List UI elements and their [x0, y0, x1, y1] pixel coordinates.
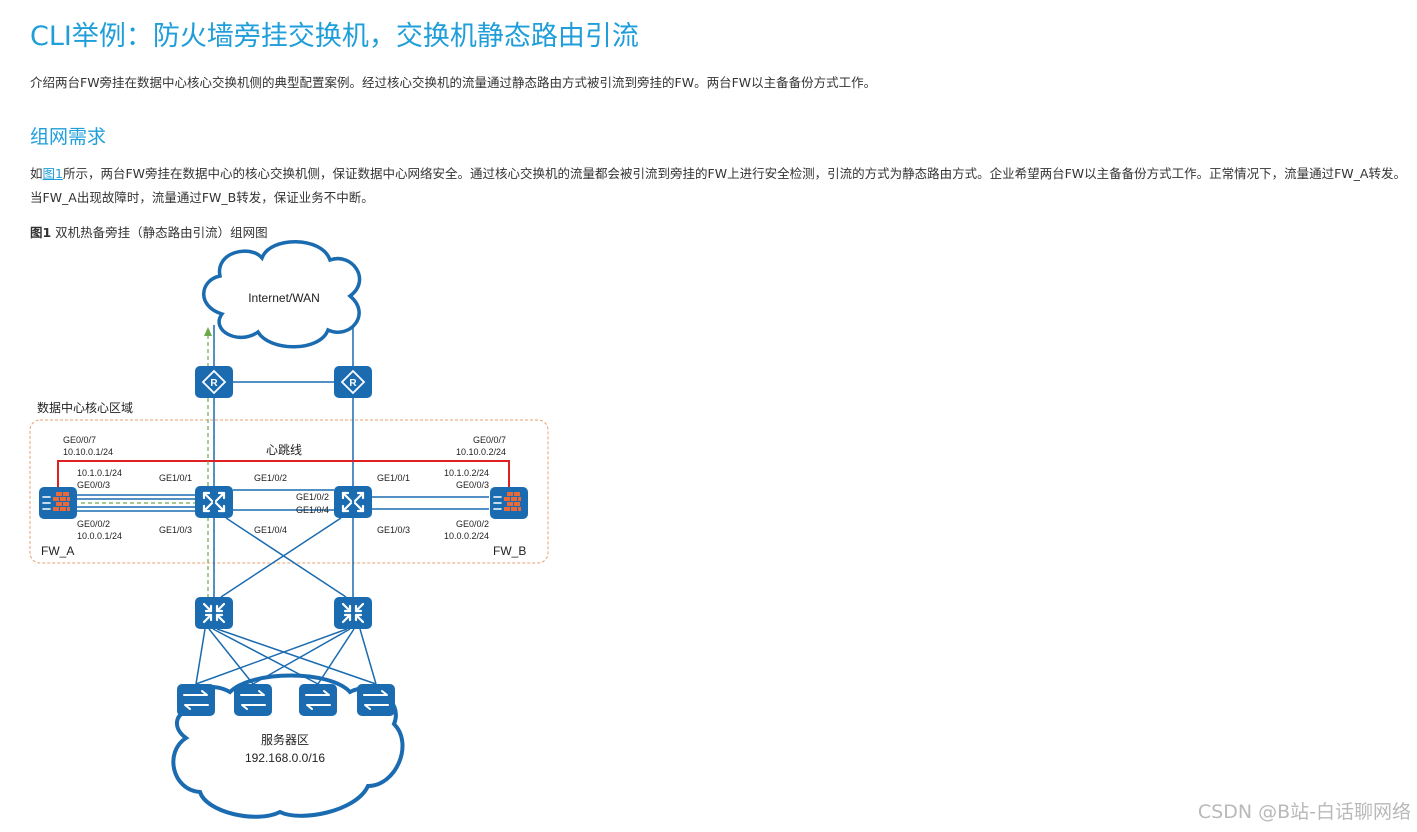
internet-cloud — [202, 240, 362, 349]
access-switch-3-icon — [298, 683, 338, 717]
s2-ge104: GE1/0/4 — [296, 505, 329, 515]
section-title: 组网需求 — [30, 126, 107, 148]
access-switch-2-icon — [233, 683, 273, 717]
fw-b-ge003: GE0/0/3 — [456, 480, 489, 490]
para-rest: 所示，两台FW旁挂在数据中心的核心交换机侧，保证数据中心网络安全。通过核心交换机… — [30, 166, 1406, 205]
para-prefix: 如 — [30, 166, 43, 181]
core-switch-b-icon — [332, 484, 374, 520]
dc-area-label: 数据中心核心区域 — [37, 400, 133, 415]
figure-link[interactable]: 图1 — [42, 166, 63, 181]
dc-core-area — [29, 419, 549, 564]
internet-label: Internet/WAN — [248, 291, 320, 305]
fw-b-label: FW_B — [493, 544, 526, 558]
fw-b-ip003: 10.1.0.2/24 — [444, 468, 489, 478]
fw-b-ip007: 10.10.0.2/24 — [456, 447, 506, 457]
router-b-icon — [333, 365, 373, 399]
fw-a-ge002: GE0/0/2 — [77, 519, 110, 529]
s1-ge102: GE1/0/2 — [254, 473, 287, 483]
core-switch-a-icon — [193, 484, 235, 520]
s2-ge101: GE1/0/1 — [377, 473, 410, 483]
s2-ge102: GE1/0/2 — [296, 492, 329, 502]
server-area-label: 服务器区 — [261, 732, 309, 747]
access-switch-4-icon — [356, 683, 396, 717]
s1-ge104: GE1/0/4 — [254, 525, 287, 535]
server-cloud — [171, 673, 405, 819]
aggregation-switch-a-icon — [193, 595, 235, 631]
figure-caption-number: 图1 — [30, 225, 52, 240]
firewall-b-icon — [489, 486, 529, 520]
fw-a-ip007: 10.10.0.1/24 — [63, 447, 113, 457]
firewall-a-icon — [38, 486, 78, 520]
s1-ge103: GE1/0/3 — [159, 525, 192, 535]
page-title: CLI举例：防火墙旁挂交换机，交换机静态路由引流 — [30, 21, 639, 52]
s2-ge103: GE1/0/3 — [377, 525, 410, 535]
fw-a-label: FW_A — [41, 544, 74, 558]
server-net-label: 192.168.0.0/16 — [245, 751, 325, 765]
section-paragraph: 如图1所示，两台FW旁挂在数据中心的核心交换机侧，保证数据中心网络安全。通过核心… — [30, 162, 1410, 210]
s1-ge101: GE1/0/1 — [159, 473, 192, 483]
fw-b-ge002: GE0/0/2 — [456, 519, 489, 529]
router-a-icon — [194, 365, 234, 399]
fw-b-ip002: 10.0.0.2/24 — [444, 531, 489, 541]
heartbeat-line — [57, 460, 510, 487]
fw-a-ip002: 10.0.0.1/24 — [77, 531, 122, 541]
access-switch-1-icon — [176, 683, 216, 717]
watermark: CSDN @B站-白话聊网络 — [1197, 801, 1411, 823]
heartbeat-label: 心跳线 — [266, 443, 302, 457]
fw-a-ge003: GE0/0/3 — [77, 480, 110, 490]
fw-b-ge007: GE0/0/7 — [473, 435, 506, 445]
figure-caption-text: 双机热备旁挂（静态路由引流）组网图 — [51, 225, 268, 240]
fw-a-ip003: 10.1.0.1/24 — [77, 468, 122, 478]
intro-text: 介绍两台FW旁挂在数据中心核心交换机侧的典型配置案例。经过核心交换机的流量通过静… — [30, 75, 877, 90]
traffic-arrow-icon — [204, 327, 212, 336]
fw-a-ge007: GE0/0/7 — [63, 435, 96, 445]
aggregation-switch-b-icon — [332, 595, 374, 631]
figure-caption: 图1 双机热备旁挂（静态路由引流）组网图 — [30, 222, 268, 241]
